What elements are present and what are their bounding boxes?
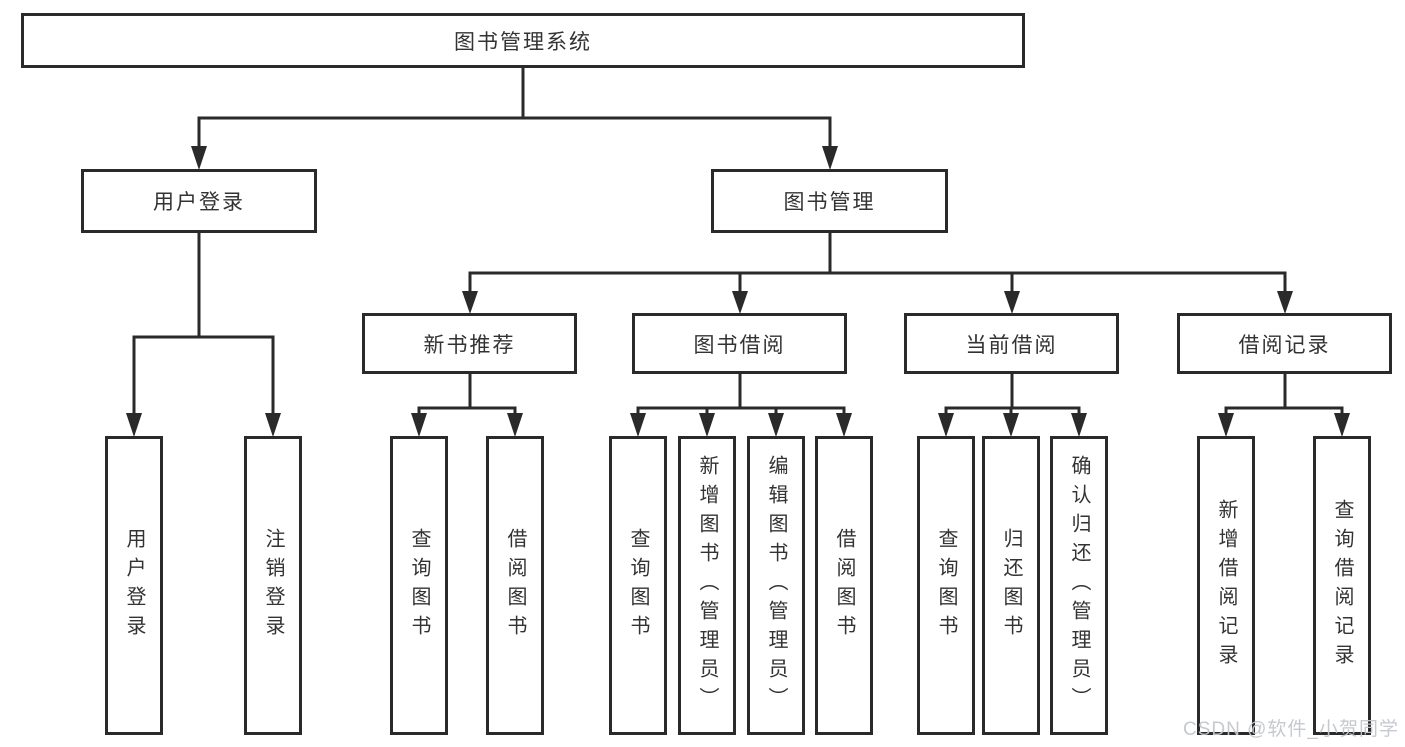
- node-label: 借阅记录: [1238, 333, 1331, 357]
- node-label: 用户登录: [123, 527, 145, 644]
- node-label: 新增图书（管理员）: [696, 455, 718, 716]
- leaf-user-login: 用户登录: [105, 436, 163, 735]
- leaf-confirm-return-admin: 确认归还（管理员）: [1050, 436, 1108, 735]
- node-label: 确认归还（管理员）: [1068, 455, 1090, 716]
- leaf-edit-book-admin: 编辑图书（管理员）: [747, 436, 805, 735]
- node-label: 用户登录: [153, 191, 245, 214]
- node-new-book-recommend: 新书推荐: [362, 313, 577, 374]
- leaf-logout: 注销登录: [244, 436, 302, 735]
- leaf-borrow-books: 借阅图书: [815, 436, 873, 735]
- leaf-return-book: 归还图书: [982, 436, 1040, 735]
- leaf-query-borrow-record: 查询借阅记录: [1313, 436, 1371, 735]
- leaf-add-book-admin: 新增图书（管理员）: [678, 436, 736, 735]
- node-label: 新书推荐: [423, 333, 516, 357]
- node-book-management: 图书管理: [711, 169, 948, 233]
- node-label: 查询图书: [408, 527, 430, 644]
- csdn-watermark: CSDN @软件_小贺同学: [1183, 719, 1399, 740]
- leaf-query-books-recommend: 查询图书: [390, 436, 448, 735]
- connector-segments: [132, 68, 1344, 416]
- node-borrow-records: 借阅记录: [1177, 313, 1392, 374]
- node-label: 图书借阅: [693, 333, 786, 357]
- node-label: 当前借阅: [965, 333, 1058, 357]
- node-label: 借阅图书: [504, 527, 526, 644]
- leaf-query-books-borrow: 查询图书: [609, 436, 667, 735]
- node-label: 归还图书: [1000, 527, 1022, 644]
- node-label: 查询图书: [935, 527, 957, 644]
- node-label: 查询图书: [627, 527, 649, 644]
- node-label: 图书管理系统: [454, 30, 592, 54]
- node-current-borrow: 当前借阅: [904, 313, 1119, 374]
- node-label: 图书管理: [783, 191, 876, 214]
- leaf-add-borrow-record: 新增借阅记录: [1197, 436, 1255, 735]
- node-label: 新增借阅记录: [1215, 498, 1237, 673]
- node-book-borrow: 图书借阅: [632, 313, 847, 374]
- leaf-borrow-books-recommend: 借阅图书: [486, 436, 544, 735]
- node-label: 注销登录: [262, 527, 284, 644]
- node-user-login: 用户登录: [81, 169, 317, 233]
- node-library-management-system: 图书管理系统: [21, 13, 1025, 68]
- node-label: 编辑图书（管理员）: [765, 455, 787, 716]
- leaf-query-books-current: 查询图书: [917, 436, 975, 735]
- node-label: 借阅图书: [833, 527, 855, 644]
- node-label: 查询借阅记录: [1331, 498, 1353, 673]
- arrowheads: [126, 146, 1350, 437]
